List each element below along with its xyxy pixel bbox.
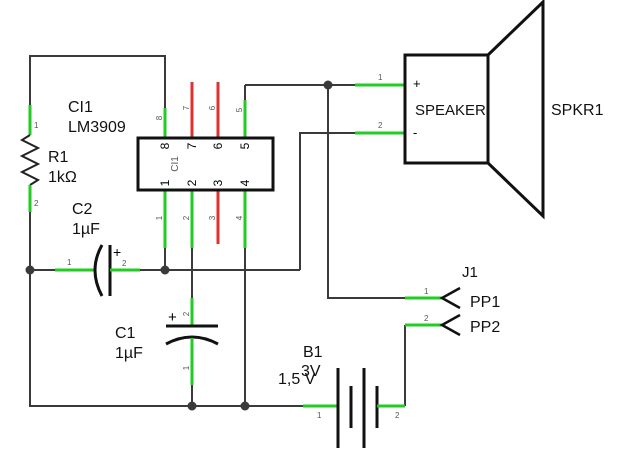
speaker-pin1-number: 1	[378, 73, 383, 82]
speaker-cone	[486, 0, 545, 220]
b1-value-label: 3V	[301, 363, 321, 380]
wire-to-speaker-minus	[299, 132, 355, 270]
ic-pin5-number: 5	[235, 107, 244, 112]
c1-ref-label: C1	[115, 325, 136, 342]
ic-pin7-inner-number: 7	[185, 142, 199, 149]
ic-ref-label: CI1	[68, 99, 93, 116]
capacitor-c2: C2 1µF + 1 2	[55, 201, 140, 297]
ic-pin2-number: 2	[182, 215, 191, 220]
ic-pin8-number: 8	[155, 115, 164, 120]
ic-pin2-inner-number: 2	[185, 179, 199, 186]
r1-ref-label: R1	[48, 149, 69, 166]
c2-ref-label: C2	[72, 201, 93, 218]
b1-pin1-number: 1	[317, 411, 322, 420]
j1-pp2-label: PP2	[470, 319, 500, 336]
c2-pin1-number: 1	[67, 258, 72, 267]
junction-dot	[323, 80, 333, 90]
r1-pin1-number: 1	[34, 121, 39, 130]
ic-body-label: CI1	[170, 156, 181, 172]
c1-curved-plate	[165, 335, 219, 346]
speaker-ref-label: SPKR1	[551, 102, 604, 119]
c2-pin2-number: 2	[122, 259, 127, 268]
j1-pin2-number: 2	[424, 314, 429, 323]
j1-pp2-arrow	[439, 313, 461, 337]
ic-pin3-number: 3	[208, 215, 217, 220]
j1-pp1-label: PP1	[470, 294, 500, 311]
speaker-spkr1: 1 2 + - SPEAKER SPKR1	[355, 0, 604, 220]
ic-pin3-inner-number: 3	[211, 179, 225, 186]
ic-pin1-number: 1	[155, 215, 164, 220]
ic-pin6-number: 6	[208, 105, 217, 110]
battery-b1: B1 1,5 V 3V 1 2	[278, 344, 405, 448]
j1-pp1-arrow	[439, 286, 461, 310]
j1-pin1-number: 1	[424, 287, 429, 296]
junction-dot	[25, 265, 35, 275]
b1-value2-label: 1,5 V	[278, 371, 316, 388]
ic-pin1-inner-number: 1	[158, 179, 172, 186]
ic-lm3909: CI1 LM3909 CI1 8 7 6 5 1 2 3 4 8 7 6 5 1…	[68, 82, 275, 248]
c1-pin1-number: 1	[182, 365, 191, 370]
speaker-body-label: SPEAKER	[415, 102, 486, 119]
capacitor-c1: + 2 1 C1 1µF	[115, 298, 219, 385]
ic-pin7-number: 7	[182, 105, 191, 110]
junction-dot	[160, 265, 170, 275]
b1-ref-label: B1	[303, 344, 323, 361]
ic-body	[136, 136, 275, 192]
b1-pin2-number: 2	[395, 411, 400, 420]
junction-dots	[25, 80, 333, 411]
c2-curved-plate	[93, 244, 104, 297]
resistor-r1: 1 2 R1 1kΩ	[19, 105, 77, 212]
speaker-pin2-number: 2	[378, 121, 383, 130]
wire-left-bottom-rail	[29, 270, 303, 407]
c1-value-label: 1µF	[115, 345, 143, 362]
connector-j1: J1 1 2 PP1 PP2	[405, 264, 500, 337]
r1-zigzag	[19, 134, 41, 186]
ic-pin5-inner-number: 5	[238, 142, 252, 149]
ic-pin6-inner-number: 6	[211, 142, 225, 149]
wire-r1-to-pin8	[29, 55, 166, 110]
r1-value-label: 1kΩ	[48, 169, 77, 186]
wire-to-j1-pp1	[327, 85, 405, 299]
c2-value-label: 1µF	[72, 221, 100, 238]
speaker-plus-sign: +	[413, 76, 421, 91]
c2-plus-sign: +	[113, 244, 121, 260]
speaker-minus-sign: -	[413, 125, 417, 140]
c1-pin2-number: 2	[182, 311, 191, 316]
ic-pin4-inner-number: 4	[238, 179, 252, 186]
wires	[29, 55, 406, 407]
ic-part-label: LM3909	[68, 119, 126, 136]
junction-dot	[187, 401, 197, 411]
c1-plus-sign: +	[168, 309, 177, 326]
j1-ref-label: J1	[462, 264, 478, 281]
ic-pin4-number: 4	[235, 215, 244, 220]
r1-pin2-number: 2	[34, 199, 39, 208]
ic-pin8-inner-number: 8	[158, 142, 172, 149]
junction-dot	[240, 401, 250, 411]
